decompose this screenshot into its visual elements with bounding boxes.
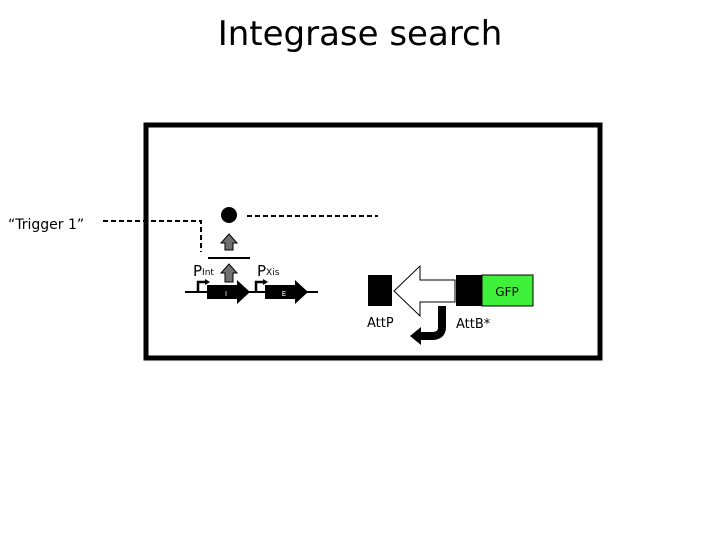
promoter-xis-sub: Xis — [266, 268, 280, 278]
gene-i-label: I — [225, 290, 227, 298]
attp-site — [368, 275, 392, 306]
gene-e-label: E — [282, 290, 286, 298]
promoter-xis-arrowhead — [263, 279, 268, 285]
bent-promoter-arrowhead — [410, 327, 421, 345]
trigger-dashed-line — [103, 220, 202, 252]
promoter-int-sub: Int — [202, 268, 214, 278]
promoter-int-arrowhead — [205, 279, 210, 285]
promoter-xis-label: PXis — [257, 262, 280, 280]
gene-integrase — [207, 280, 250, 304]
slide-title: Integrase search — [218, 14, 503, 54]
promoter-int-arrow-icon — [196, 280, 207, 292]
promoter-xis-arrow-icon — [254, 280, 265, 292]
attp-label: AttP — [367, 316, 394, 331]
promoter-int-main: P — [193, 262, 202, 280]
gfp-gene — [481, 274, 534, 307]
attb-label: AttB* — [456, 317, 491, 332]
gfp-label: GFP — [495, 285, 518, 299]
cell-boundary-box — [143, 122, 603, 361]
transcription-arrow-icon — [219, 263, 239, 283]
inverted-promoter-arrow — [393, 264, 456, 318]
bent-promoter-arrow-icon — [420, 306, 446, 340]
attb-site — [456, 275, 482, 306]
trigger-label: “Trigger 1” — [8, 217, 84, 233]
translation-arrow-icon — [219, 233, 239, 251]
integrase-protein-dot — [221, 207, 237, 223]
promoter-xis-main: P — [257, 262, 266, 280]
gene-excisionase — [265, 280, 308, 304]
promoter-int-label: PInt — [193, 262, 214, 280]
